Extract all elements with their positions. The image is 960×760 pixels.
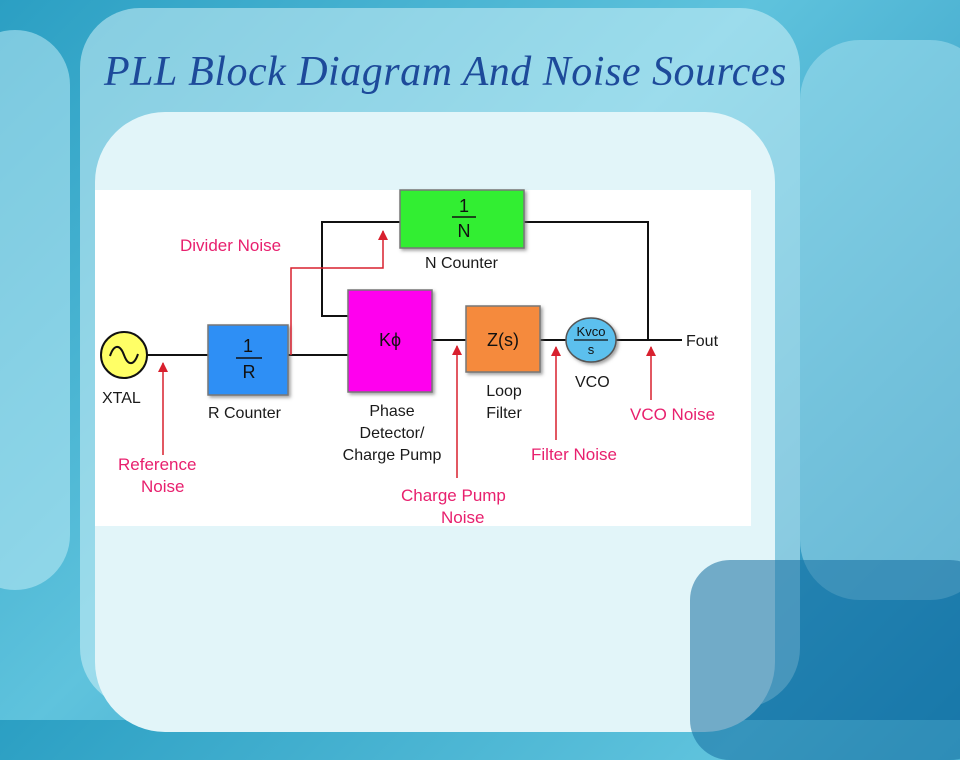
- background-panel-right: [800, 40, 960, 600]
- pll-block-diagram: XTAL 1 R R Counter 1 N N Counter Kϕ Phas…: [95, 189, 751, 527]
- vco-numerator: Kvco: [577, 324, 606, 339]
- signal-wires: [147, 221, 682, 356]
- vco-denominator: s: [588, 342, 595, 357]
- n-counter-numerator: 1: [459, 196, 469, 216]
- slide-title: PLL Block Diagram And Noise Sources: [104, 49, 787, 95]
- reference-noise-label-line1: Reference: [118, 455, 196, 474]
- xtal-label: XTAL: [102, 390, 141, 407]
- r-counter-label: R Counter: [208, 405, 282, 422]
- sine-wave-icon: [109, 345, 139, 365]
- background-panel-left: [0, 30, 70, 590]
- loop-filter-symbol: Z(s): [487, 330, 519, 350]
- xtal-oscillator: XTAL: [100, 331, 148, 407]
- loop-filter-block: Z(s) Loop Filter: [465, 305, 541, 422]
- n-counter-block: 1 N N Counter: [399, 189, 525, 272]
- phase-detector-label-line3: Charge Pump: [343, 447, 442, 464]
- vco-block: Kvco s VCO: [565, 317, 617, 391]
- loop-filter-label-line2: Filter: [486, 405, 522, 422]
- charge-pump-noise-label-line2: Noise: [441, 508, 484, 527]
- vco-noise-label: VCO Noise: [630, 405, 715, 424]
- r-counter-numerator: 1: [243, 336, 253, 356]
- phase-detector-label-line1: Phase: [369, 403, 414, 420]
- divider-noise-label: Divider Noise: [180, 236, 281, 255]
- n-counter-label: N Counter: [425, 255, 499, 272]
- phase-detector-symbol: Kϕ: [379, 330, 401, 350]
- filter-noise-label: Filter Noise: [531, 445, 617, 464]
- phase-detector-block: Kϕ Phase Detector/ Charge Pump: [343, 289, 442, 464]
- r-counter-denominator: R: [243, 362, 256, 382]
- reference-noise-label-line2: Noise: [141, 477, 184, 496]
- fout-label: Fout: [686, 333, 719, 350]
- charge-pump-noise-label-line1: Charge Pump: [401, 486, 506, 505]
- n-counter-denominator: N: [458, 221, 471, 241]
- vco-label: VCO: [575, 374, 610, 391]
- loop-filter-label-line1: Loop: [486, 383, 522, 400]
- noise-arrows: [158, 230, 656, 478]
- r-counter-block: 1 R R Counter: [207, 324, 289, 422]
- divider-noise-arrow: [290, 230, 388, 355]
- phase-detector-label-line2: Detector/: [360, 425, 425, 442]
